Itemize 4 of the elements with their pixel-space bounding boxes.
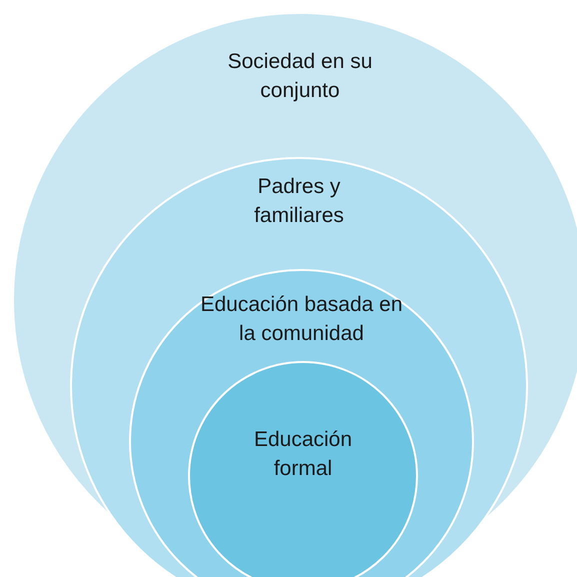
band-label: Educación basada en la comunidad <box>200 292 404 347</box>
band-label: Educación formal <box>252 427 354 482</box>
band-label: Padres y familiares <box>253 174 345 229</box>
band-label: Sociedad en su conjunto <box>226 49 374 104</box>
